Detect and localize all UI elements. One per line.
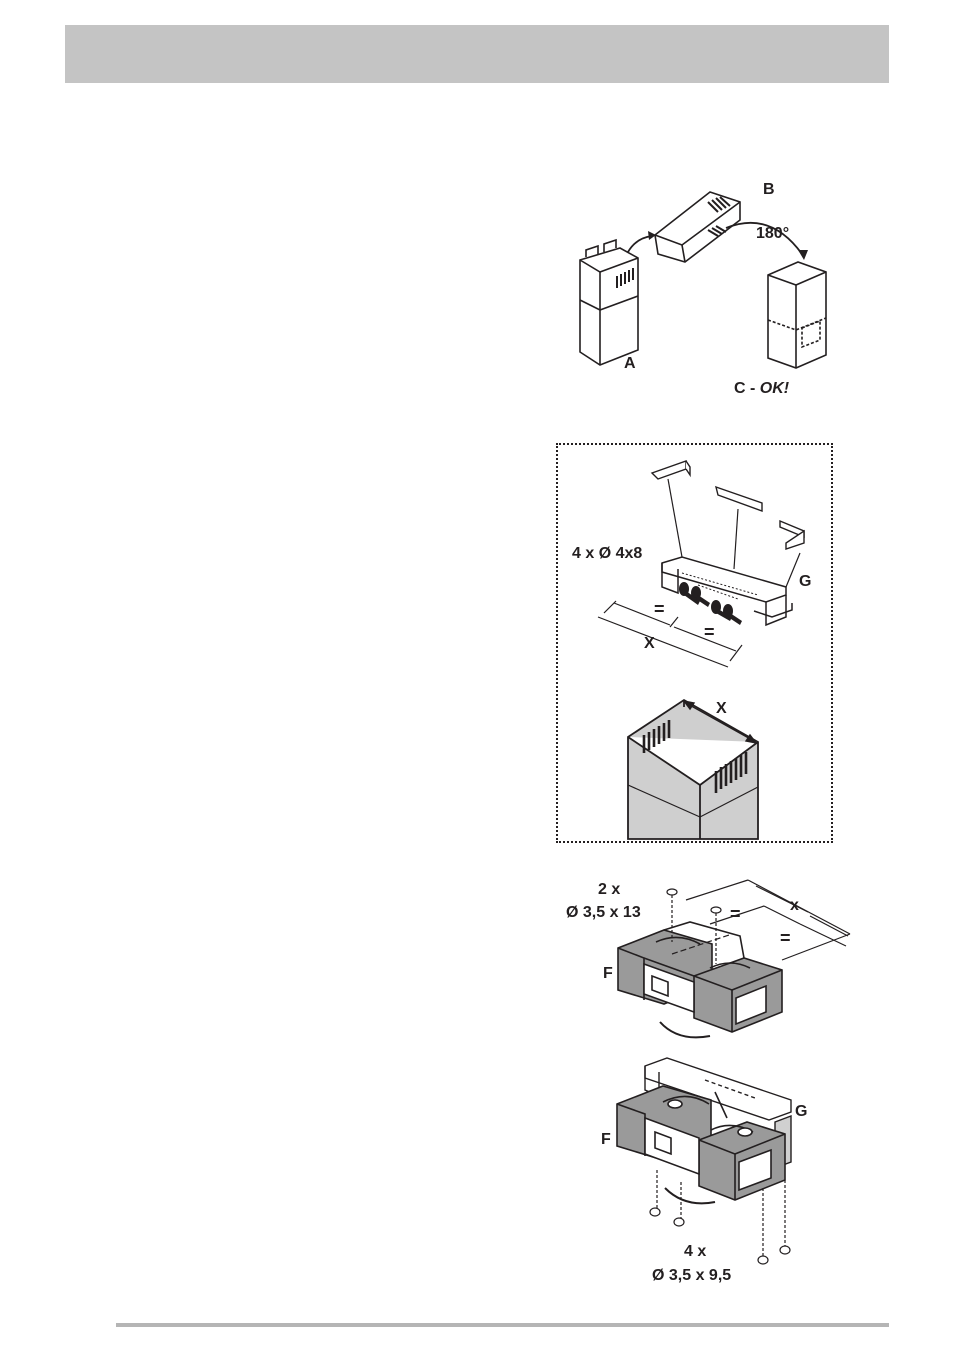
label-screws-4x: 4 x Ø 4x8 [572, 545, 642, 562]
bracket-holes [681, 572, 759, 600]
label-x-small: x [790, 897, 799, 914]
footer-rule [116, 1323, 889, 1327]
screws-2x [666, 888, 733, 964]
label-screws-2x-count: 2 x [598, 881, 620, 898]
frame-f-assembly [616, 1085, 786, 1205]
label-screws-4x-count: 4 x [684, 1243, 706, 1260]
equal-sign-1: = [654, 599, 665, 619]
label-screws-4x-size: Ø 3,5 x 9,5 [652, 1267, 731, 1284]
rotation-label: 180° [756, 225, 789, 242]
label-g-2: G [795, 1103, 807, 1120]
small-brackets [650, 460, 805, 550]
part-b-drawing [654, 191, 741, 263]
label-c-ok-italic: OK! [760, 380, 790, 397]
label-x-top: X [716, 700, 727, 717]
chimney-a-drawing [579, 238, 639, 366]
label-b: B [763, 181, 775, 198]
label-a: A [624, 355, 636, 372]
chimney-upper [627, 698, 759, 840]
arrow-a-to-b [627, 235, 653, 253]
label-c-prefix: C - [734, 380, 760, 397]
label-c-ok: C - OK! [734, 380, 790, 397]
chimney-a-vents [616, 268, 634, 288]
label-f: F [603, 965, 613, 982]
screws-4x-bottom [649, 1170, 791, 1265]
label-screws-2x-size: Ø 3,5 x 13 [566, 904, 641, 921]
part-b-vents [707, 196, 731, 237]
dimension-lines-3 [685, 879, 851, 961]
bracket-g [661, 556, 793, 627]
chimney-upper-vents [642, 720, 748, 793]
chimney-rotation-figure: A B 180° C - OK! [579, 181, 827, 397]
equal-sign-2: = [704, 622, 715, 642]
equal-sign-3b: = [780, 928, 791, 948]
rotation-arrow [725, 221, 803, 255]
frame-f [617, 921, 783, 1039]
dimension-lines [597, 600, 743, 668]
bracket-g-figure: 4 x Ø 4x8 G = = X X [572, 460, 811, 840]
screws-4x [679, 582, 742, 625]
frame-f-on-bracket-g-figure: F G 4 x Ø 3,5 x 9,5 [601, 1057, 807, 1284]
label-g: G [799, 573, 811, 590]
chimney-c-drawing [767, 261, 827, 369]
dotted-frame [556, 443, 833, 843]
label-x-bottom: X [644, 635, 655, 652]
frame-f-screws-figure: 2 x Ø 3,5 x 13 F = = x [566, 879, 851, 1039]
chimney-width-arrow [682, 699, 758, 745]
label-f-2: F [601, 1131, 611, 1148]
equal-sign-3a: = [730, 904, 741, 924]
header-bar [65, 25, 889, 83]
